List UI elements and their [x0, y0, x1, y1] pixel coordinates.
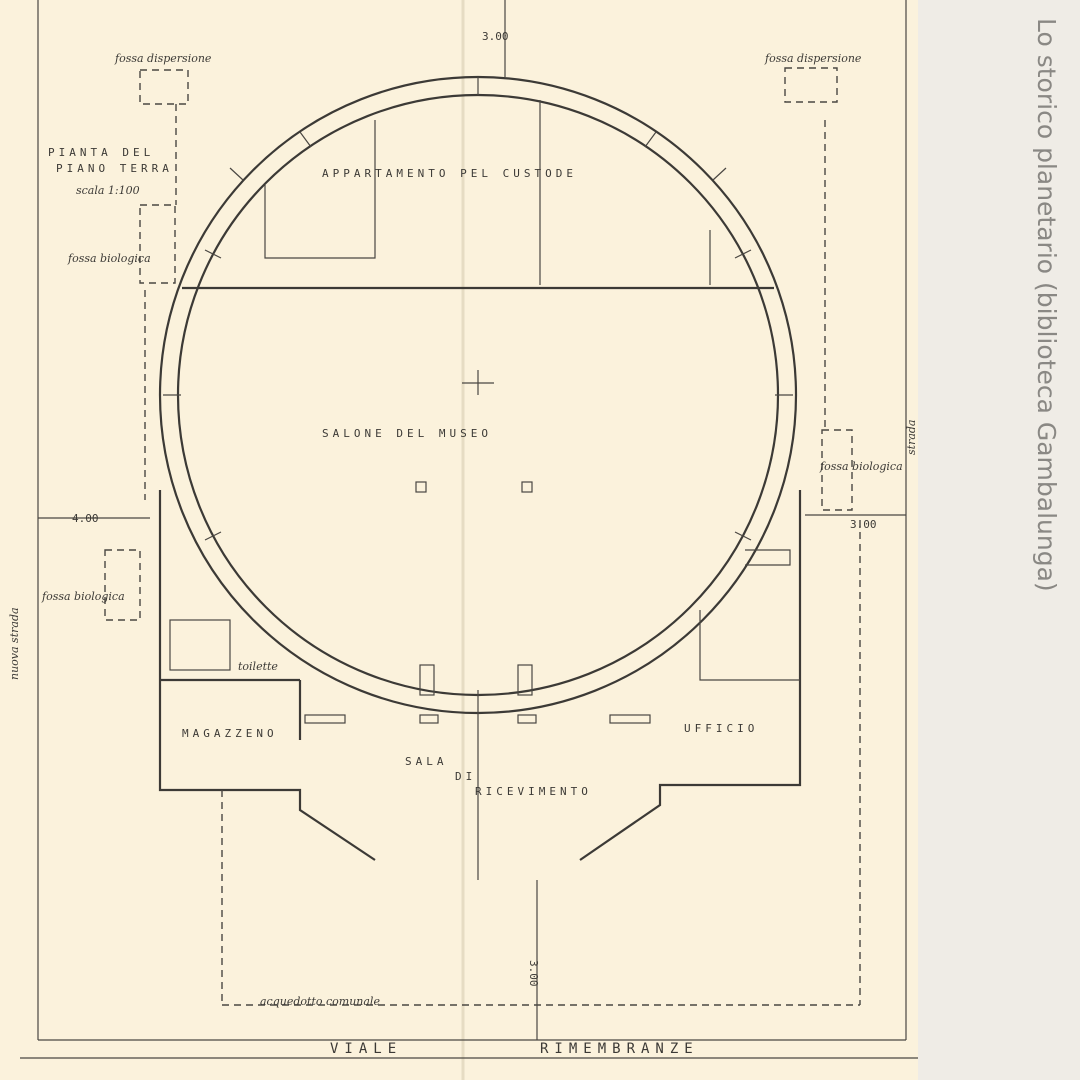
note-fossa-biologica-upper-left: fossa biologica [67, 252, 151, 265]
sala-pier-center-left [419, 714, 439, 724]
sala-pier-center-right [517, 714, 537, 724]
road-rimembranze: RIMEMBRANZE [540, 1041, 699, 1057]
dim-left: 4.00 [72, 512, 99, 525]
note-fossa-dispersione-right: fossa dispersione [764, 52, 862, 65]
apartment-room-left [264, 120, 376, 259]
pillar-left [415, 481, 427, 493]
room-sala-line1: SALA [405, 755, 448, 768]
scale-label: scala 1:100 [76, 184, 140, 197]
title-line2: PIANO TERRA [56, 162, 173, 175]
dim-right: 3.00 [850, 518, 877, 531]
fossa-biologica-right-box [821, 429, 853, 511]
note-fossa-dispersione-left: fossa dispersione [114, 52, 212, 65]
sala-pier-left [304, 714, 346, 724]
dim-bottom: 3.00 [527, 960, 540, 987]
ufficio-closet [745, 549, 791, 566]
sala-column-right [517, 664, 533, 696]
note-strada-right: strada [905, 420, 918, 455]
room-sala-line2: DI [455, 770, 476, 783]
dim-top: 3.00 [482, 30, 509, 43]
sala-column-left [419, 664, 435, 696]
note-acquedotto: acquedotto comunale [260, 995, 380, 1008]
room-ufficio: UFFICIO [684, 722, 758, 735]
fossa-dispersione-left-box [139, 69, 189, 105]
note-fossa-biologica-right: fossa biologica [819, 460, 903, 473]
sala-pier-right [609, 714, 651, 724]
toilet-block [169, 619, 231, 671]
room-toilette: toilette [238, 660, 278, 673]
ufficio-partition [699, 610, 800, 681]
note-fossa-biologica-lower-left: fossa biologica [41, 590, 125, 603]
watermark-caption: Lo storico planetario (biblioteca Gambal… [1032, 18, 1061, 592]
note-nuova-strada: nuova strada [8, 607, 21, 680]
right-wing-wall [579, 490, 802, 861]
pillar-right [521, 481, 533, 493]
fossa-biologica-upper-left-box [139, 204, 176, 284]
fossa-biologica-lower-left-box [104, 549, 141, 621]
room-sala-line3: RICEVIMENTO [475, 785, 592, 798]
fossa-dispersione-right-box [784, 67, 838, 103]
paper-sheet [0, 0, 918, 1080]
left-wing-wall [158, 490, 376, 861]
room-appartamento: APPARTAMENTO PEL CUSTODE [322, 167, 577, 180]
room-salone: SALONE DEL MUSEO [322, 427, 492, 440]
room-magazzeno: MAGAZZENO [182, 727, 278, 740]
title-line1: PIANTA DEL [48, 146, 154, 159]
rotunda-piers [163, 77, 793, 541]
road-viale: VIALE [330, 1041, 402, 1057]
